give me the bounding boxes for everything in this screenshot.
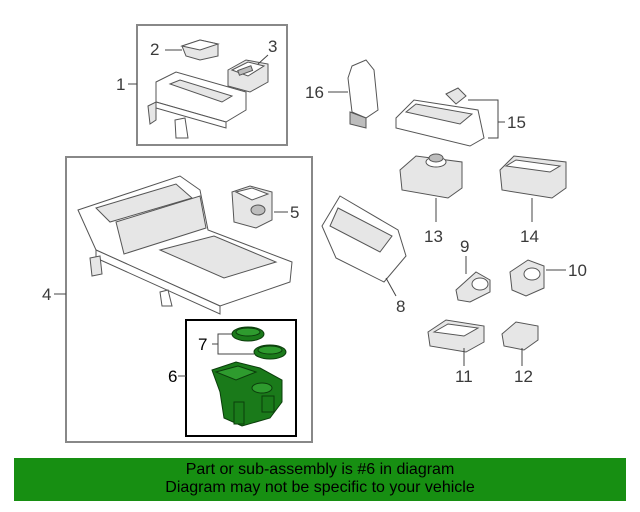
part-14-controller[interactable] [499,155,567,199]
part-10-outlet[interactable] [509,259,545,297]
group-box-1 [136,24,288,146]
part-16-shift-knob[interactable] [347,59,379,129]
callout-8[interactable]: 8 [396,297,405,316]
part-13-controller[interactable] [399,153,463,199]
part-2-cover[interactable] [180,39,220,61]
part-11-switch[interactable] [427,319,485,353]
callout-4[interactable]: 4 [42,285,51,304]
banner-line-2: Diagram may not be specific to your vehi… [165,479,475,496]
callout-5[interactable]: 5 [290,203,299,222]
callout-7[interactable]: 7 [198,335,207,354]
part-4-console[interactable] [77,175,293,315]
part-6-cup-holder[interactable] [211,361,283,427]
part-15-module[interactable] [395,87,485,147]
part-7-liner-upper[interactable] [231,326,265,342]
callout-11[interactable]: 11 [455,367,473,386]
callout-15[interactable]: 15 [507,113,526,132]
banner-line-1: Part or sub-assembly is #6 in diagram [185,461,455,478]
callout-14[interactable]: 14 [520,227,539,246]
info-banner: Part or sub-assembly is #6 in diagram Di… [14,458,626,501]
part-5-bracket[interactable] [231,185,273,229]
callout-13[interactable]: 13 [424,227,443,246]
callout-16[interactable]: 16 [305,83,324,102]
callout-9[interactable]: 9 [460,237,469,256]
callout-1[interactable]: 1 [116,75,125,94]
part-3-switch[interactable] [227,59,269,93]
part-1-bezel[interactable] [147,71,247,139]
group-box-6 [185,319,297,437]
callout-2[interactable]: 2 [150,40,159,59]
part-12-switch[interactable] [501,321,539,351]
group-box-4 [65,156,313,443]
part-7-liner-lower[interactable] [253,344,287,360]
callout-3[interactable]: 3 [268,37,277,56]
callout-6[interactable]: 6 [168,367,177,386]
callout-12[interactable]: 12 [514,367,533,386]
part-9-socket[interactable] [455,271,491,303]
part-8-storage[interactable] [321,195,407,283]
callout-10[interactable]: 10 [568,261,587,280]
